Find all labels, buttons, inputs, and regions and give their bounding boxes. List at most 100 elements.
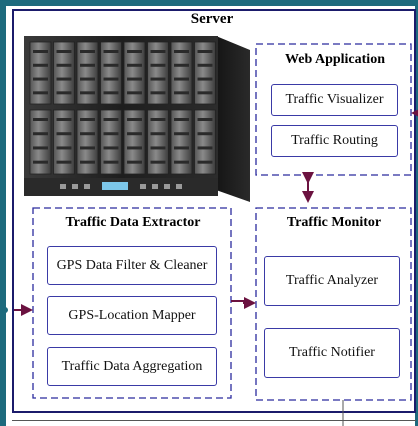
blade-vent xyxy=(127,63,142,67)
blade-vent xyxy=(56,77,72,81)
blade-vent xyxy=(33,91,48,95)
traffic-monitor-group-border xyxy=(255,207,412,401)
blade-vent xyxy=(197,160,213,164)
blade-vent xyxy=(80,50,95,53)
blade-vent xyxy=(174,160,189,164)
blade-vent xyxy=(103,91,119,95)
blade-vent xyxy=(56,160,72,164)
blade-vent xyxy=(174,50,189,53)
blade-vent xyxy=(56,50,72,53)
blade-server-image xyxy=(24,36,250,202)
blade-vent xyxy=(197,63,213,67)
gps-location-mapper-module: GPS-Location Mapper xyxy=(47,296,217,335)
blade-vent xyxy=(174,77,189,81)
server-blade xyxy=(170,41,193,105)
server-blade xyxy=(123,109,146,175)
server-blade xyxy=(100,41,122,105)
blade-vent xyxy=(80,146,95,150)
blade-vent xyxy=(127,160,142,164)
server-blade xyxy=(76,41,99,105)
server-blade xyxy=(53,109,75,175)
blade-vent xyxy=(56,63,72,67)
blade-vent xyxy=(33,146,48,150)
blade-vent xyxy=(197,146,213,150)
blade-vent xyxy=(197,91,213,95)
blade-vent xyxy=(103,146,119,150)
web-application-group-border xyxy=(255,43,412,176)
blade-vent xyxy=(150,132,166,136)
blade-vent xyxy=(103,118,119,121)
blade-vent xyxy=(103,77,119,81)
blade-vent xyxy=(150,77,166,81)
traffic-routing-module: Traffic Routing xyxy=(271,125,398,157)
blade-vent xyxy=(174,118,189,121)
blade-vent xyxy=(33,160,48,164)
left-connector-dot xyxy=(2,307,8,313)
blade-vent xyxy=(103,50,119,53)
blade-vent xyxy=(150,146,166,150)
server-blade xyxy=(147,109,169,175)
traffic-data-extractor-group-border xyxy=(32,207,232,399)
blade-vent xyxy=(127,118,142,121)
blade-vent xyxy=(127,91,142,95)
server-blade xyxy=(194,109,216,175)
traffic-analyzer-module: Traffic Analyzer xyxy=(264,256,400,306)
blade-vent xyxy=(150,63,166,67)
blade-vent xyxy=(127,50,142,53)
blade-vent xyxy=(80,77,95,81)
gps-data-filter-cleaner-module: GPS Data Filter & Cleaner xyxy=(47,246,217,285)
blade-vent xyxy=(33,132,48,136)
blade-vent xyxy=(103,63,119,67)
blade-vent xyxy=(80,160,95,164)
server-blade xyxy=(29,41,52,105)
blade-vent xyxy=(56,91,72,95)
blade-vent xyxy=(56,118,72,121)
blade-vent xyxy=(127,132,142,136)
server-blade xyxy=(170,109,193,175)
traffic-visualizer-module: Traffic Visualizer xyxy=(271,84,398,116)
blade-vent xyxy=(33,50,48,53)
blade-vent xyxy=(150,160,166,164)
blade-vent xyxy=(174,146,189,150)
blade-vent xyxy=(197,50,213,53)
server-blade xyxy=(123,41,146,105)
traffic-monitor-title: Traffic Monitor xyxy=(286,215,382,230)
blade-vent xyxy=(174,91,189,95)
blade-vent xyxy=(80,63,95,67)
server-title: Server xyxy=(190,11,234,27)
blade-vent xyxy=(33,77,48,81)
traffic-data-extractor-title: Traffic Data Extractor xyxy=(65,215,201,230)
blade-vent xyxy=(56,132,72,136)
server-blade xyxy=(147,41,169,105)
server-blade xyxy=(53,41,75,105)
server-blade xyxy=(100,109,122,175)
blade-vent xyxy=(33,118,48,121)
blade-vent xyxy=(80,132,95,136)
blade-vent xyxy=(197,77,213,81)
server-blade xyxy=(76,109,99,175)
blade-vent xyxy=(150,50,166,53)
server-blade xyxy=(194,41,216,105)
extractor-to-monitor-arrow xyxy=(231,297,256,309)
server-blade xyxy=(29,109,52,175)
blade-vent xyxy=(103,160,119,164)
traffic-notifier-module: Traffic Notifier xyxy=(264,328,400,378)
traffic-data-aggregation-module: Traffic Data Aggregation xyxy=(47,347,217,386)
blade-vent xyxy=(174,63,189,67)
bottom-divider xyxy=(12,420,416,421)
blade-vent xyxy=(80,118,95,121)
blade-vent xyxy=(150,118,166,121)
blade-vent xyxy=(174,132,189,136)
web-application-title: Web Application xyxy=(285,52,385,67)
blade-vent xyxy=(56,146,72,150)
blade-vent xyxy=(80,91,95,95)
blade-vent xyxy=(150,91,166,95)
blade-vent xyxy=(127,77,142,81)
blade-vent xyxy=(197,118,213,121)
blade-vent xyxy=(33,63,48,67)
blade-vent xyxy=(103,132,119,136)
blade-vent xyxy=(197,132,213,136)
